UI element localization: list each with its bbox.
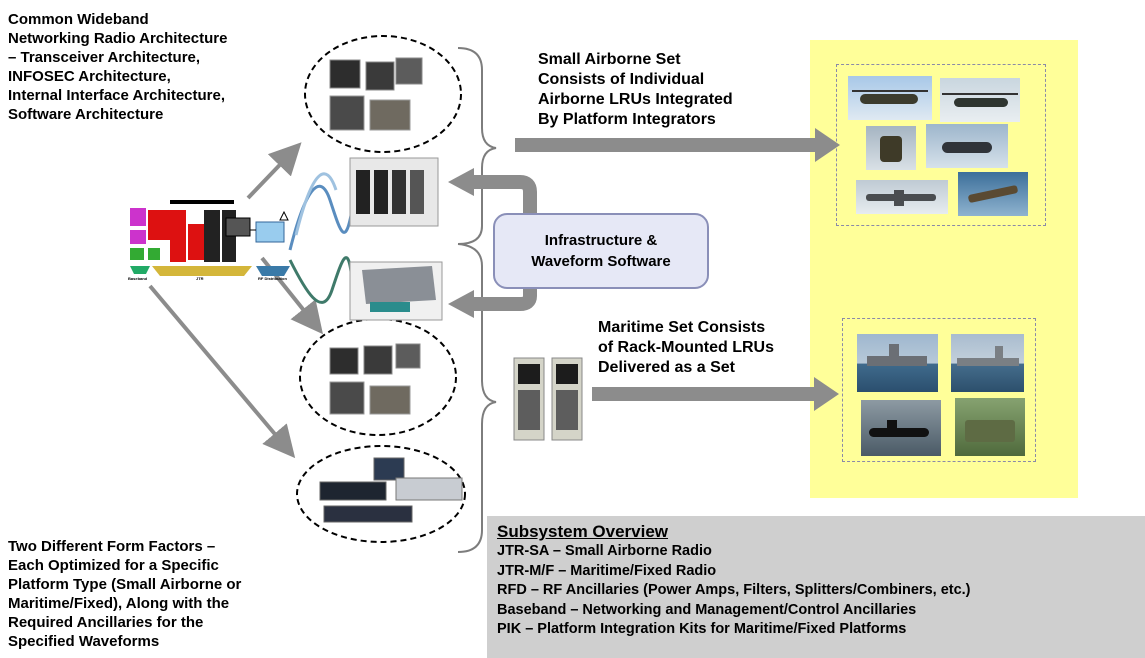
maritime-set-text: Maritime Set Consists of Rack-Mounted LR… bbox=[598, 318, 774, 378]
maritime-arrow bbox=[592, 377, 839, 411]
ancillaries-ellipse bbox=[296, 445, 466, 543]
transport-aircraft-photo bbox=[856, 180, 948, 214]
maritime-racks-image bbox=[513, 357, 583, 441]
carrier-photo bbox=[951, 334, 1024, 392]
overview-line: PIK – Platform Integration Kits for Mari… bbox=[497, 621, 907, 637]
architecture-line: – Transceiver Architecture, bbox=[8, 49, 201, 66]
infrastructure-arrow-up bbox=[448, 168, 537, 214]
maritime-line: Delivered as a Set bbox=[598, 359, 735, 376]
helicopter-photo-1 bbox=[848, 76, 932, 120]
architecture-line: Software Architecture bbox=[8, 106, 164, 123]
radio-units-middle bbox=[329, 343, 421, 415]
airborne-set-text: Small Airborne Set Consists of Individua… bbox=[538, 50, 733, 130]
architecture-line: Networking Radio Architecture bbox=[8, 30, 228, 47]
submarine-photo bbox=[861, 400, 941, 456]
radio-chassis-image bbox=[349, 157, 439, 227]
maritime-group-box bbox=[842, 318, 1036, 462]
architecture-line: Common Wideband bbox=[8, 11, 149, 28]
infrastructure-waveform-box: Infrastructure & Waveform Software bbox=[493, 213, 709, 289]
overview-line: JTR-M/F – Maritime/Fixed Radio bbox=[497, 562, 717, 579]
rack-unit-image bbox=[349, 261, 443, 321]
airborne-arrow bbox=[515, 128, 840, 162]
infrastructure-arrow-down bbox=[448, 288, 537, 318]
architecture-line: Internal Interface Architecture, bbox=[8, 87, 226, 104]
humvee-photo bbox=[955, 398, 1025, 456]
overview-line: RFD – RF Ancillaries (Power Amps, Filter… bbox=[497, 582, 971, 598]
form-factors-text: Two Different Form Factors – Each Optimi… bbox=[8, 537, 241, 651]
gunship-aircraft-photo bbox=[958, 172, 1028, 216]
airborne-line: Small Airborne Set bbox=[538, 51, 681, 68]
airborne-radio-ellipse bbox=[304, 35, 462, 153]
form-factors-line: Platform Type (Small Airborne or bbox=[8, 576, 242, 593]
maritime-line: Maritime Set Consists bbox=[598, 319, 766, 336]
chinook-photo bbox=[866, 126, 916, 170]
airborne-line: Airborne LRUs Integrated bbox=[538, 91, 733, 108]
overview-line: JTR-SA – Small Airborne Radio bbox=[497, 543, 712, 559]
radio-waves bbox=[288, 172, 354, 304]
ancillary-units bbox=[319, 457, 463, 523]
rf-distribution-label: RF Distribution bbox=[258, 276, 287, 281]
infrastructure-line-1: Infrastructure & bbox=[544, 232, 658, 249]
helicopter-photo-3 bbox=[926, 124, 1008, 168]
jtr-block-diagram bbox=[130, 200, 290, 276]
grouping-brace-lower bbox=[457, 243, 497, 553]
form-factors-line: Each Optimized for a Specific bbox=[8, 557, 219, 574]
connector-arrow-1 bbox=[246, 142, 302, 200]
overview-line: Baseband – Networking and Management/Con… bbox=[497, 601, 917, 618]
form-factors-line: Maritime/Fixed), Along with the bbox=[8, 595, 230, 612]
grouping-brace bbox=[457, 47, 497, 245]
architecture-text: Common Wideband Networking Radio Archite… bbox=[8, 10, 227, 124]
radio-units-top bbox=[329, 57, 423, 131]
helicopter-photo-2 bbox=[940, 78, 1020, 122]
airborne-line: By Platform Integrators bbox=[538, 111, 716, 128]
subsystem-overview-panel: Subsystem Overview JTR-SA – Small Airbor… bbox=[487, 516, 1145, 658]
maritime-line: of Rack-Mounted LRUs bbox=[598, 339, 774, 356]
baseband-label: Baseband bbox=[128, 276, 148, 281]
overview-title: Subsystem Overview bbox=[497, 522, 669, 541]
maritime-radio-ellipse bbox=[299, 318, 457, 436]
destroyer-photo bbox=[857, 334, 938, 392]
jtr-label: JTR bbox=[196, 276, 204, 281]
airborne-line: Consists of Individual bbox=[538, 71, 705, 88]
connector-arrow-3 bbox=[148, 284, 296, 459]
form-factors-line: Specified Waveforms bbox=[8, 633, 160, 650]
form-factors-line: Required Ancillaries for the bbox=[8, 614, 204, 631]
form-factors-line: Two Different Form Factors – bbox=[8, 538, 216, 555]
architecture-line: INFOSEC Architecture, bbox=[8, 68, 171, 85]
infrastructure-line-2: Waveform Software bbox=[531, 253, 671, 270]
